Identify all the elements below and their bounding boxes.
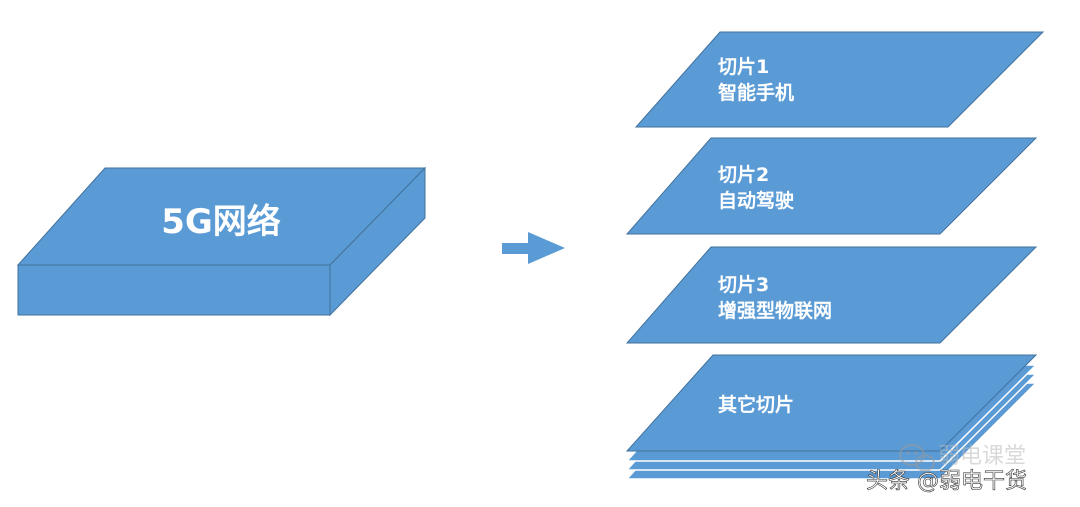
slice-3-subtitle: 增强型物联网 — [718, 299, 832, 322]
slice-1-subtitle: 智能手机 — [718, 81, 794, 104]
slice-2-subtitle: 自动驾驶 — [718, 189, 794, 212]
slice-other-layer-1 — [625, 354, 1038, 452]
network-block-front — [17, 264, 331, 316]
slice-2-plane — [625, 137, 1038, 235]
slice-1-title: 切片1 — [718, 55, 769, 78]
network-block: 5G网络 — [16, 166, 427, 317]
network-block-side — [329, 166, 426, 317]
wechat-icon — [899, 444, 935, 472]
slice-3: 切片3 增强型物联网 — [625, 246, 1038, 344]
slice-other-stack: 其它切片 — [625, 354, 1038, 480]
watermark-account: 弱电课堂 — [938, 444, 1026, 469]
slice-1-plane — [634, 31, 1045, 128]
watermark-text: 头条 @弱电干货 — [866, 469, 1027, 494]
right-arrow-icon — [502, 232, 565, 264]
slice-2-title: 切片2 — [718, 163, 769, 186]
slice-3-title: 切片3 — [718, 273, 769, 296]
slice-2: 切片2 自动驾驶 — [625, 137, 1038, 235]
watermark: 弱电课堂 头条 @弱电干货 — [866, 444, 1027, 494]
slice-other-title: 其它切片 — [718, 393, 794, 416]
network-label: 5G网络 — [161, 202, 281, 242]
slice-1: 切片1 智能手机 — [634, 31, 1045, 128]
slice-3-plane — [625, 246, 1038, 344]
